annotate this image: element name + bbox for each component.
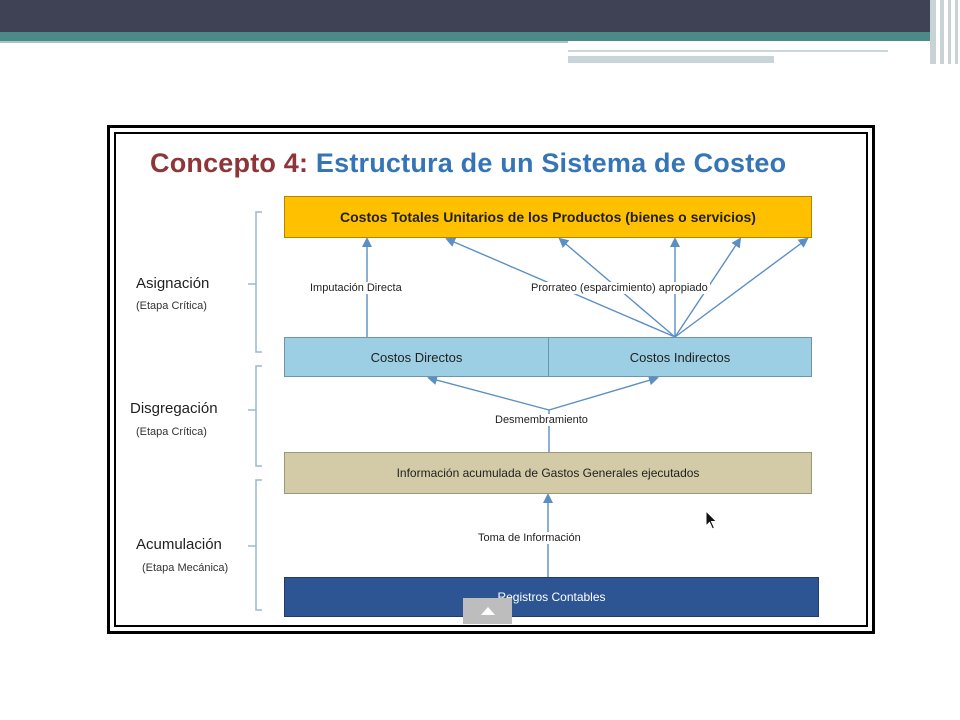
label-desmembramiento: Desmembramiento: [493, 414, 590, 426]
stage-acumulacion: Acumulación: [136, 536, 222, 553]
slide-header-stripe: [948, 0, 951, 64]
slide-header-accent: [0, 32, 930, 41]
slide-header-stripe: [940, 0, 944, 64]
box-costos-indirectos: Costos Indirectos: [549, 337, 812, 377]
box-registros-contables: Registros Contables: [284, 577, 819, 617]
slide-header-segment: [568, 56, 774, 63]
mouse-cursor-icon: [705, 510, 718, 530]
title-concept: Concepto 4:: [150, 148, 309, 178]
title-topic: Estructura de un Sistema de Costeo: [315, 148, 787, 178]
slide-header-bar: [0, 0, 930, 32]
stage-disgregacion-note: (Etapa Crítica): [136, 426, 207, 438]
stage-asignacion-note: (Etapa Crítica): [136, 300, 207, 312]
bracket-acumulacion: [255, 479, 262, 611]
slide-header-stripe: [955, 0, 958, 64]
arrow-desmembramiento: [427, 375, 550, 411]
slide-header-segment: [568, 43, 888, 52]
slide-header-line: [0, 41, 568, 43]
bracket-disgregacion: [255, 365, 262, 467]
arrow-prorrateo: [674, 237, 809, 338]
scroll-up-button[interactable]: [463, 598, 512, 624]
stage-disgregacion: Disgregación: [130, 400, 218, 417]
diagram-title: Concepto 4: Estructura de un Sistema de …: [150, 148, 786, 179]
bracket-asignacion: [255, 211, 262, 353]
slide-header-stripe: [930, 0, 936, 64]
box-costos-totales: Costos Totales Unitarios de los Producto…: [284, 196, 812, 238]
label-toma-informacion: Toma de Información: [476, 532, 583, 544]
arrow-desmembramiento: [548, 375, 659, 411]
label-imputacion-directa: Imputación Directa: [308, 282, 404, 294]
box-costos-directos: Costos Directos: [284, 337, 549, 377]
box-informacion-acumulada: Información acumulada de Gastos Generale…: [284, 452, 812, 494]
stage-acumulacion-note: (Etapa Mecánica): [142, 562, 229, 574]
stage-asignacion: Asignación: [136, 275, 210, 292]
chevron-up-icon: [480, 607, 495, 615]
label-prorrateo: Prorrateo (esparcimiento) apropiado: [529, 282, 710, 294]
